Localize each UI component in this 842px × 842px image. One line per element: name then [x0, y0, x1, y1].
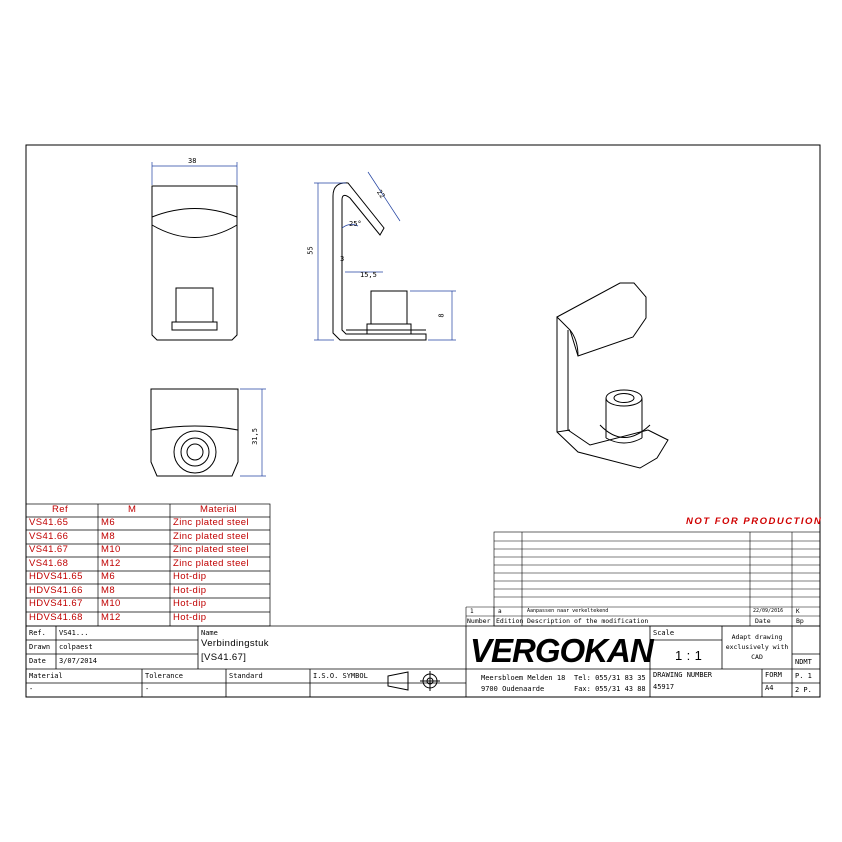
standard-label: Standard	[229, 672, 263, 680]
ref-table-cell: Zinc plated steel	[173, 517, 249, 528]
ref-table-cell: Zinc plated steel	[173, 544, 249, 555]
ref-table-cell: VS41.67	[29, 544, 69, 555]
by-label: Bp	[796, 617, 804, 625]
ref-table-cell: M12	[101, 611, 121, 623]
ref-table-cell: Zinc plated steel	[173, 530, 249, 542]
ref-table-cell: M10	[101, 598, 121, 609]
dim-width-top: 38	[188, 157, 197, 165]
ref-table-cell: Hot-dip	[173, 598, 207, 609]
name-label: Name	[201, 629, 218, 637]
ref-table-header: Ref	[52, 504, 68, 515]
ref-table-cell: HDVS41.66	[29, 584, 83, 596]
revision-date: 22/09/2016	[753, 608, 784, 614]
drawing-frame	[25, 144, 821, 698]
material-label: Material	[29, 672, 63, 680]
dim-boss-height: 8	[437, 313, 446, 318]
form-value: A4	[765, 684, 774, 692]
ref-table-cell: M12	[101, 557, 121, 569]
ref-table-header: M	[128, 504, 137, 515]
company-logo: VERGOKAN	[470, 632, 654, 669]
revision-edition: a	[498, 608, 502, 615]
drawing-number: 45917	[653, 683, 675, 691]
tel: Tel: 055/31 83 35	[574, 674, 646, 682]
ref-table-cell: M8	[101, 584, 115, 596]
ref-table-cell: HDVS41.67	[29, 598, 83, 609]
drawn-value: colpaest	[59, 643, 93, 651]
date-label: Date	[755, 617, 771, 625]
front-view	[151, 185, 238, 341]
dim-offset: 15,5	[360, 271, 377, 279]
dim-thickness: 3	[340, 255, 345, 263]
title-block-grid	[26, 625, 820, 697]
revision-number: 1	[470, 608, 474, 615]
ref-table-header: Material	[200, 504, 237, 515]
page-count: 2 P.	[795, 686, 812, 694]
drawing-number-label: DRAWING NUMBER	[653, 671, 713, 679]
bottom-view	[150, 388, 239, 477]
edition-label: Edition	[496, 617, 524, 625]
revision-description: Aanpassen naar verkeltekend	[527, 608, 609, 614]
form-label: FORM	[765, 671, 782, 679]
dim-height-side: 55	[306, 246, 315, 255]
not-for-production-stamp: NOT FOR PRODUCTION	[686, 516, 823, 527]
tolerance-value: -	[145, 685, 150, 693]
ref-table-grid	[25, 503, 271, 627]
description-label: Description of the modification	[527, 617, 649, 625]
ref-table-cell: Hot-dip	[173, 571, 207, 582]
cad-note: Adapt drawing exclusively with CAD	[725, 633, 789, 661]
ref-table-cell: Zinc plated steel	[173, 557, 249, 569]
date-value: 3/07/2014	[59, 657, 97, 665]
name-ref: [VS41.67]	[201, 652, 247, 663]
ref-table-cell: HDVS41.68	[29, 611, 83, 623]
revision-by: K	[796, 608, 800, 615]
ndmt: NDMT	[795, 658, 812, 666]
dim-depth-bottom: 31,5	[250, 428, 259, 445]
scale-value: 1 : 1	[675, 648, 703, 663]
iso-label: I.S.O. SYMBOL	[313, 672, 368, 680]
ref-table-cell: HDVS41.65	[29, 571, 83, 582]
number-label: Number	[467, 617, 491, 625]
material-value: -	[29, 685, 34, 693]
fax: Fax: 055/31 43 88	[574, 685, 646, 693]
address-line-2: 9700 Oudenaarde	[481, 685, 545, 693]
ref-table-cell: M10	[101, 544, 121, 555]
scale-label: Scale	[653, 629, 675, 637]
ref-table-cell: M8	[101, 530, 115, 542]
ref-table-cell: VS41.65	[29, 517, 69, 528]
ref-label: Ref.	[29, 629, 46, 637]
dimension-lines	[151, 162, 456, 477]
ref-table-cell: VS41.66	[29, 530, 69, 542]
side-view	[332, 182, 427, 341]
ref-table-cell: Hot-dip	[173, 584, 207, 596]
ref-value: VS41...	[59, 629, 89, 637]
ref-table-cell: M6	[101, 517, 115, 528]
tolerance-label: Tolerance	[145, 672, 183, 680]
iso-projection-symbol	[387, 671, 440, 691]
ref-table-cell: VS41.68	[29, 557, 69, 569]
dim-angle: 25°	[349, 220, 362, 228]
ref-table-cell: Hot-dip	[173, 611, 207, 623]
date-label-tb: Date	[29, 657, 46, 665]
page-number: P. 1	[795, 672, 812, 680]
drawn-label: Drawn	[29, 643, 51, 651]
name-value: Verbindingstuk	[201, 638, 269, 649]
ref-table-cell: M6	[101, 571, 115, 582]
isometric-view	[556, 282, 669, 469]
address-line-1: Meersbloem Melden 18	[481, 674, 566, 682]
